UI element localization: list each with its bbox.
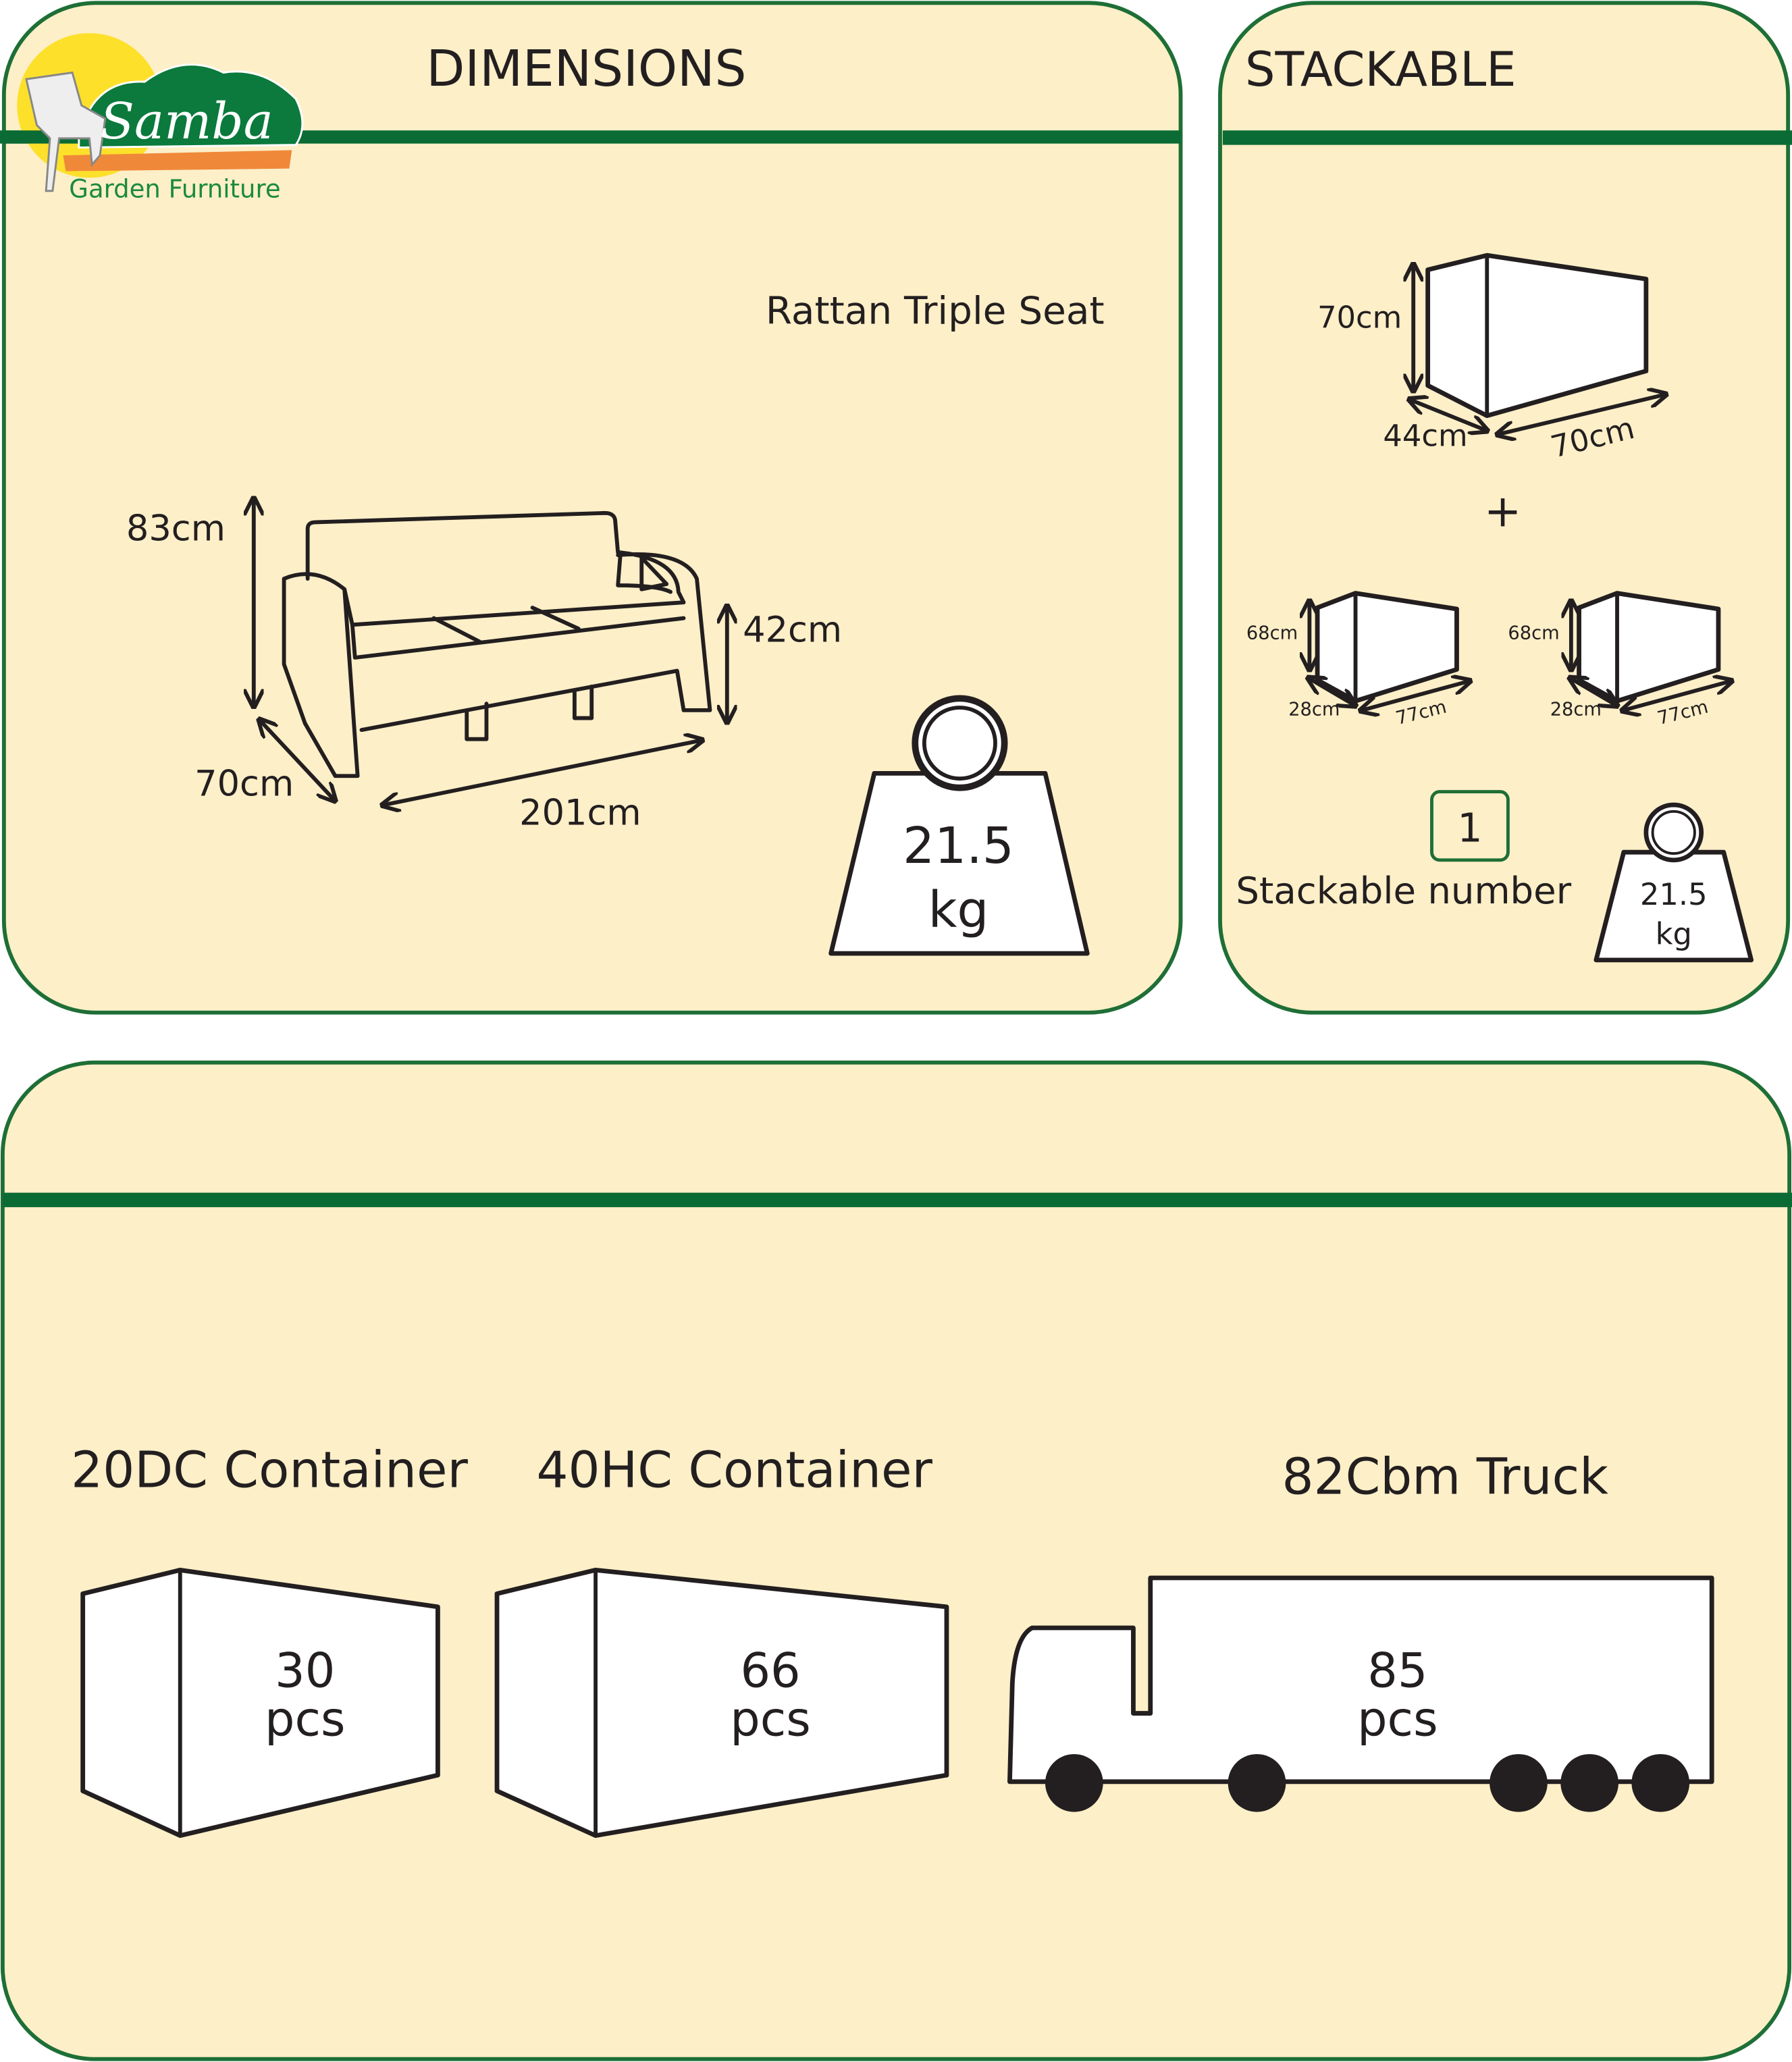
stackable-weight-icon: [1593, 802, 1754, 963]
stackable-number-box: [1430, 790, 1510, 862]
small-box-2-depth: 28cm: [1550, 699, 1602, 720]
samba-logo: Samba Garden Furniture: [0, 33, 304, 203]
container-20dc-icon: [80, 1567, 440, 1839]
logo-tagline: Garden Furniture: [69, 174, 280, 203]
small-box-2-height: 68cm: [1508, 623, 1559, 644]
container-40hc-qty: 66: [740, 1643, 800, 1699]
stackable-weight-value: 21.5: [1640, 876, 1708, 912]
plus-sign: +: [1484, 485, 1521, 537]
seat-height-label: 42cm: [743, 610, 842, 651]
container-20dc-label: 20DC Container: [71, 1442, 468, 1500]
height-label: 83cm: [126, 508, 226, 550]
truck-unit: pcs: [1357, 1692, 1438, 1747]
container-40hc-label: 40HC Container: [536, 1442, 932, 1500]
container-40hc-unit: pcs: [730, 1692, 811, 1747]
small-box-1: [1309, 591, 1469, 710]
depth-label: 70cm: [194, 763, 294, 804]
main-box-height: 70cm: [1317, 299, 1402, 335]
sofa-drawing: [254, 500, 727, 805]
stackable-label: Stackable number: [1236, 869, 1571, 912]
main-box: [1411, 253, 1664, 434]
stackable-weight-unit: kg: [1656, 916, 1692, 951]
weight-unit: kg: [928, 881, 989, 939]
weight-icon: [828, 695, 1090, 956]
stackable-title: STACKABLE: [1245, 42, 1517, 97]
stackable-panel: STACKABLE 70cm 44cm 70cm + 68cm 28cm 77c…: [1218, 1, 1792, 1015]
product-name: Rattan Triple Seat: [766, 289, 1105, 333]
loading-panel: 20DC Container 30 pcs 40HC Container 66 …: [0, 1060, 1792, 2061]
container-20dc-unit: pcs: [265, 1692, 346, 1747]
container-40hc-icon: [494, 1567, 949, 1839]
truck-label: 82Cbm Truck: [1282, 1448, 1608, 1506]
container-20dc-qty: 30: [275, 1643, 335, 1699]
truck-qty: 85: [1367, 1643, 1427, 1699]
weight-value: 21.5: [903, 817, 1014, 875]
small-box-1-height: 68cm: [1246, 623, 1298, 644]
dimensions-panel: DIMENSIONS Rattan Triple Seat Samba Gard…: [0, 1, 1183, 1015]
small-box-2: [1571, 591, 1731, 710]
stackable-number: 1: [1457, 805, 1482, 851]
main-box-depth: 44cm: [1383, 418, 1467, 454]
small-box-1-depth: 28cm: [1288, 699, 1340, 720]
truck-icon: [1007, 1575, 1714, 1812]
width-label: 201cm: [519, 792, 641, 833]
logo-brand: Samba: [100, 92, 273, 151]
dimensions-title: DIMENSIONS: [426, 40, 746, 98]
